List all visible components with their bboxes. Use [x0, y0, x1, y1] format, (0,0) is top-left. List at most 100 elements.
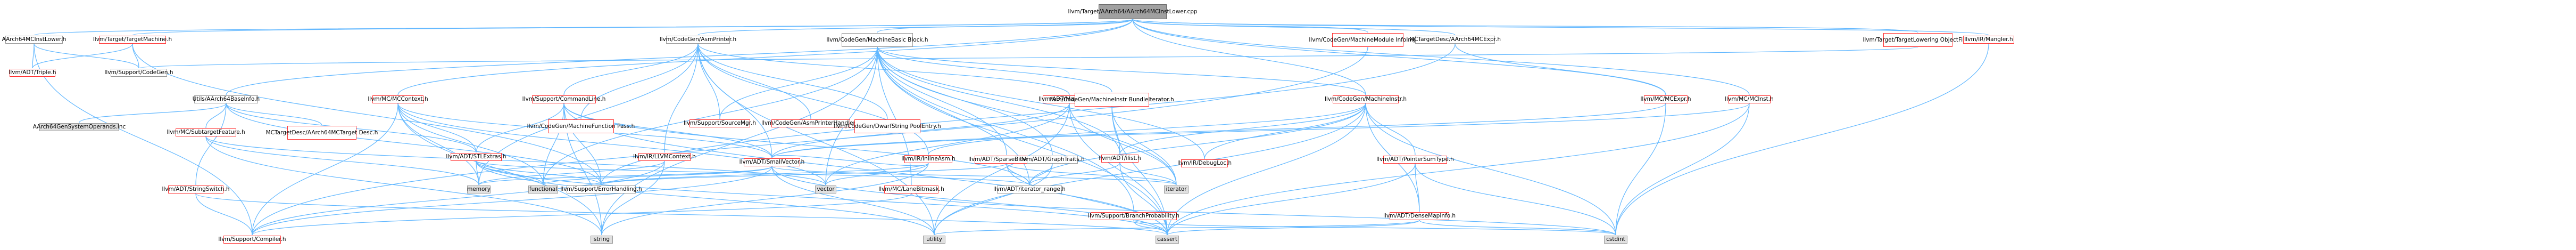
edge-support_branchprobability-to-cassert [1133, 220, 1168, 236]
edge-support_commandline-to-functional [543, 103, 564, 186]
node-vector[interactable]: vector [815, 186, 836, 193]
node-mc-mcexpr[interactable]: llvm/MC/MCExpr.h [1640, 95, 1691, 103]
edge-mc_mcinst-to-cassert [1167, 103, 1750, 236]
node-asmprinterhandler[interactable]: llvm/CodeGen/AsmPrinterHandler.h [761, 119, 860, 127]
node-codegen-asmprinter[interactable]: llvm/CodeGen/AsmPrinter.h [659, 36, 737, 44]
node-adt-stlextras[interactable]: llvm/ADT/STLExtras.h [446, 153, 506, 161]
edge-codegen_machineinstr-to-cstdint [1365, 103, 1616, 236]
edge-adt_stlextras-to-memory [476, 160, 479, 186]
edge-adt_ilist-to-cassert [1119, 162, 1168, 236]
node-machinebasicblock[interactable]: llvm/CodeGen/MachineBasic Block.h [827, 33, 928, 47]
node-machinefunctionpass[interactable]: llvm/CodeGen/MachineFunction Pass.h [527, 119, 635, 133]
node-codegen-machineinstr[interactable]: llvm/CodeGen/MachineInstr.h [1324, 95, 1407, 103]
edge-adt_mapvector-to-iterator [1069, 103, 1177, 186]
node-mc-lanebitmask[interactable]: llvm/MC/LaneBitmask.h [878, 186, 944, 193]
edge-machineinstrbundleiterator-to-iterator [1111, 106, 1177, 186]
node-mangler[interactable]: llvm/IR/Mangler.h [1963, 36, 2014, 44]
node-adt-densemapinfo[interactable]: llvm/ADT/DenseMapInfo.h [1383, 212, 1456, 220]
node-string[interactable]: string [591, 236, 613, 244]
node-memory[interactable]: memory [467, 186, 491, 193]
edge-root-to-utils_aarch64baseinfo [226, 19, 1133, 95]
edge-adt_mapvector-to-cassert [1069, 103, 1168, 236]
node-iterator[interactable]: iterator [1164, 186, 1189, 193]
edge-adt_smallvector-to-utility [771, 166, 935, 236]
node-support-commandline[interactable]: llvm/Support/CommandLine.h [522, 95, 606, 103]
edge-adt_mapvector-to-vector [825, 103, 1070, 186]
node-targetmachine[interactable]: llvm/Target/TargetMachine.h [93, 36, 172, 44]
edge-codegen_machineinstr-to-adt_iterator_range [1029, 103, 1366, 186]
node-adt-graphtraits[interactable]: llvm/ADT/GraphTraits.h [1020, 156, 1085, 164]
node-adt-pointersumtype[interactable]: llvm/ADT/PointerSumType.h [1376, 156, 1454, 164]
edge-adt_stlextras-to-adt_iterator_range [476, 160, 1030, 186]
node-support-compiler[interactable]: llvm/Support/Compiler.h [218, 236, 286, 244]
edge-codegen_machineinstr-to-ir_debugloc [1204, 103, 1366, 159]
node-mc-mcinst[interactable]: llvm/MC/MCInst.h [1725, 95, 1774, 103]
edge-codegen_asmprinter-to-ir_llvmcontext [664, 43, 699, 153]
node-adt-iterator-range[interactable]: llvm/ADT/iterator_range.h [993, 186, 1066, 193]
node-mc-mccontext[interactable]: llvm/MC/MCContext.h [368, 95, 428, 103]
node-aarch64systemoperands[interactable]: AArch64GenSystemOperands.inc [32, 123, 126, 131]
node-adt-stringswitch[interactable]: llvm/ADT/StringSwitch.h [162, 186, 230, 193]
edge-mangler-to-cstdint [1615, 43, 1989, 236]
node-cassert[interactable]: cassert [1156, 236, 1179, 244]
edge-machinebasicblock-to-string [601, 46, 878, 236]
node-cstdint[interactable]: cstdint [1604, 236, 1627, 244]
edge-machinebasicblock-to-cassert [877, 46, 1168, 236]
node-mc-subtargetfeature[interactable]: llvm/MC/SubtargetFeature.h [167, 128, 245, 136]
node-support-codegen[interactable]: llvm/Support/CodeGen.h [104, 69, 173, 77]
node-ir-llvmcontext[interactable]: llvm/IR/LLVMContext.h [633, 153, 696, 161]
edge-utils_aarch64baseinfo-to-aarch64systemoperands [79, 103, 227, 123]
edge-adt_pointersumtype-to-cstdint [1415, 163, 1616, 236]
node-aarch64mcinstlower[interactable]: AArch64MCInstLower.h [2, 36, 67, 44]
edge-ir_inlineasm-to-adt_smallvector [771, 155, 929, 166]
node-utility[interactable]: utility [923, 236, 945, 244]
node-machinemoduleinfoimpls[interactable]: llvm/CodeGen/MachineModule InfoImpls.h [1309, 33, 1427, 47]
edge-root-to-codegen_asmprinter [697, 19, 1133, 36]
node-adt-smallvector[interactable]: llvm/ADT/SmallVector.h [739, 158, 805, 166]
edge-adt_densemapinfo-to-utility [934, 220, 1420, 236]
edge-utils_aarch64baseinfo-to-support_errorhandling [226, 103, 602, 186]
edge-mc_subtargetfeature-to-memory [205, 136, 479, 186]
node-ir-debugloc[interactable]: llvm/IR/DebugLoc.h [1177, 159, 1232, 167]
edge-adt_smallvector-to-memory [478, 166, 772, 186]
edge-mc_mccontext-to-support_compiler [252, 103, 398, 236]
edge-machinebasicblock-to-ir_debugloc [877, 46, 1205, 159]
edge-adt_smallvector-to-functional [543, 166, 772, 186]
node-support-sourcemgr[interactable]: llvm/Support/SourceMgr.h [684, 119, 756, 127]
edge-ir_inlineasm-to-vector [825, 163, 929, 186]
edge-tloweringobjfile-to-support_codegen [138, 46, 1918, 69]
edge-mc_mcinst-to-cstdint [1615, 103, 1750, 236]
node-dwarfstringpoolentry[interactable]: llvm/CodeGen/DwarfString PoolEntry.h [834, 119, 941, 133]
edge-support_commandline-to-support_errorhandling [563, 103, 602, 186]
edge-adt_mapvector-to-adt_smallvector [771, 103, 1070, 158]
node-tloweringobjfile[interactable]: llvm/Target/TargetLowering ObjectFile.h [1863, 33, 1973, 47]
node-functional[interactable]: functional [528, 186, 558, 193]
edge-ir_llvmcontext-to-string [601, 160, 665, 236]
node-utils-aarch64baseinfo[interactable]: Utils/AArch64BaseInfo.h [192, 95, 260, 103]
node-adt-sparsebitvector[interactable]: llvm/ADT/SparseBitVector.h [968, 156, 1045, 164]
edge-mc_mcexpr-to-cstdint [1615, 103, 1666, 236]
node-machineinstrbundleiterator[interactable]: llvm/CodeGen/MachineInstr BundleIterator… [1050, 93, 1174, 107]
node-support-errorhandling[interactable]: llvm/Support/ErrorHandling.h [560, 186, 642, 193]
edge-utils_aarch64baseinfo-to-mc_subtargetfeature [205, 103, 227, 128]
edge-codegen_machineinstr-to-adt_pointersumtype [1365, 103, 1416, 156]
edge-machinebasicblock-to-adt_sparsebitvector [877, 46, 1007, 156]
edge-root-to-targetmachine [132, 19, 1133, 36]
node-root[interactable]: llvm/Target/AArch64/AArch64MCInstLower.c… [1068, 4, 1198, 19]
edge-adt_ilist-to-iterator [1119, 162, 1177, 186]
node-adt-ilist[interactable]: llvm/ADT/ilist.h [1099, 155, 1141, 163]
node-aarch64mcexpr[interactable]: MCTargetDesc/AArch64MCExpr.h [1409, 36, 1501, 44]
edge-aarch64mcinstlower-to-support_compiler [34, 43, 253, 236]
edge-aarch64mcinstlower-to-support_codegen [34, 43, 139, 69]
node-support-branchprobability[interactable]: llvm/Support/BranchProbability.h [1088, 212, 1179, 220]
edge-adt_stringswitch-to-cassert [195, 193, 1168, 236]
edge-machinebasicblock-to-machineinstrbundleiterator [877, 46, 1112, 93]
edge-root-to-mangler [1132, 19, 1989, 36]
node-ir-inlineasm[interactable]: llvm/IR/InlineAsm.h [901, 155, 955, 163]
node-triple[interactable]: llvm/ADT/Triple.h [9, 69, 56, 77]
edge-adt_sparsebitvector-to-adt_iterator_range [1006, 163, 1030, 186]
edge-root-to-mc_mcexpr [1132, 19, 1666, 95]
edge-root-to-aarch64mcinstlower [34, 19, 1133, 36]
node-aarch64targetdesc[interactable]: MCTargetDesc/AArch64MCTarget Desc.h [266, 126, 378, 140]
